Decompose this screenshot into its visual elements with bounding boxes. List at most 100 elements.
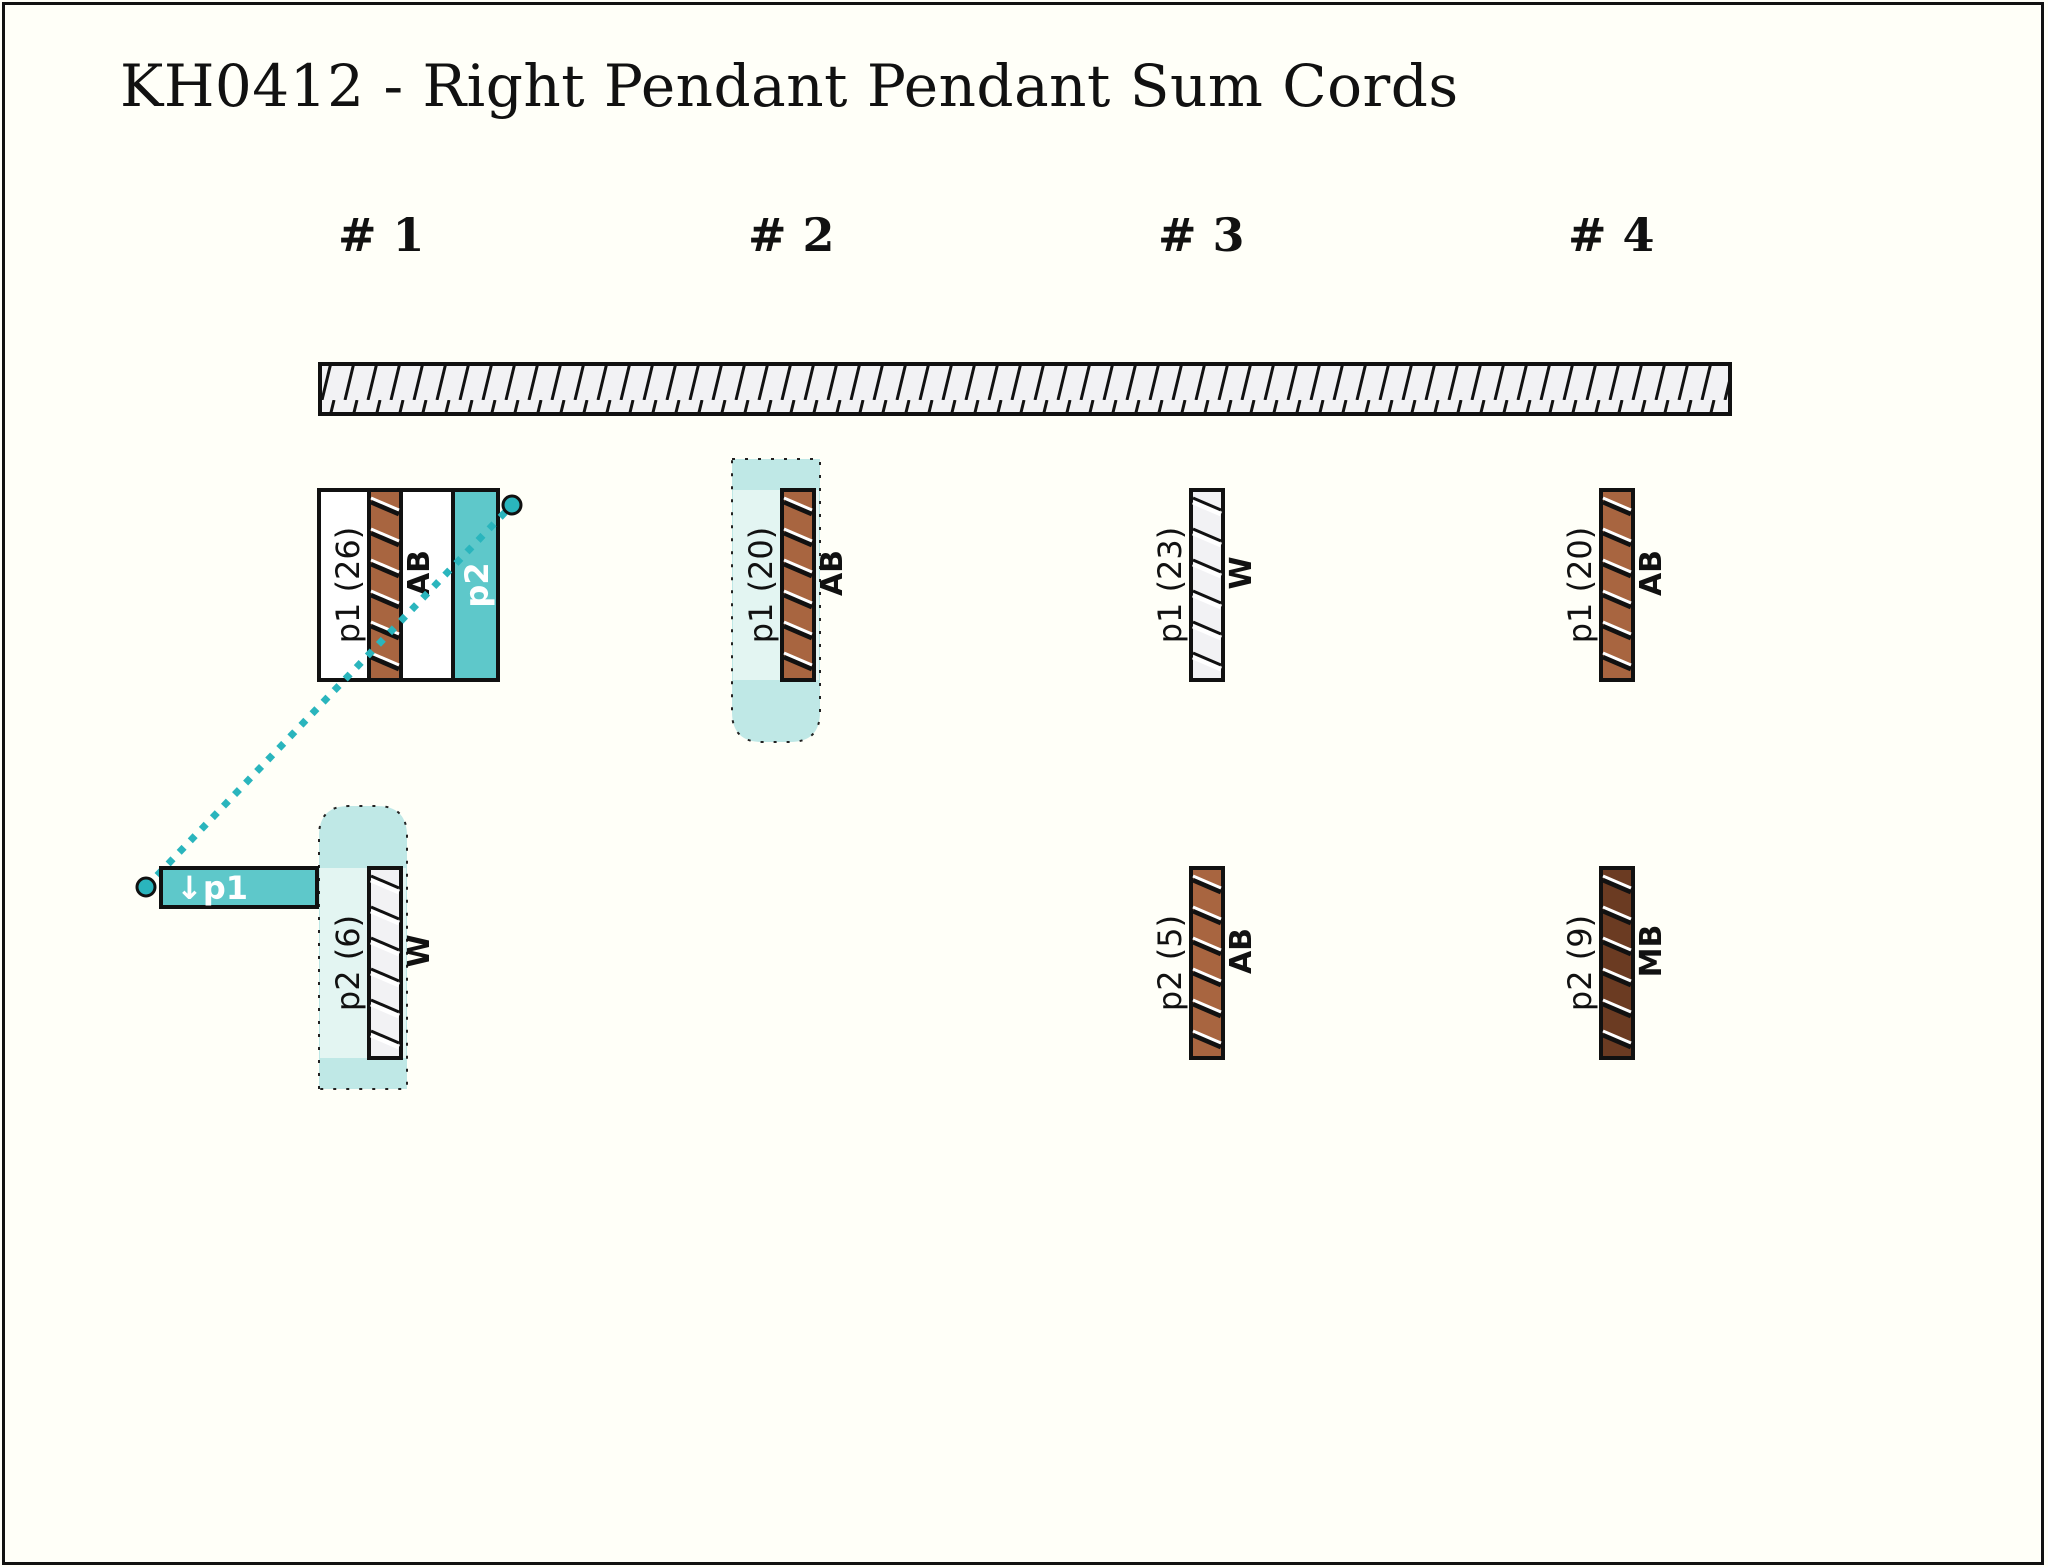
cord-twist [1192, 620, 1222, 636]
cord-twist [1192, 530, 1222, 548]
cord-twist [1192, 908, 1222, 926]
cord-twist [783, 530, 813, 548]
cord-body [367, 866, 403, 1060]
cord-twist [1192, 654, 1222, 672]
cord-twist [370, 967, 400, 983]
cord-twist [783, 527, 813, 543]
cord-twist [370, 1032, 400, 1050]
pendant-cord-c4p2: p2 (9) MB [1561, 866, 1669, 1060]
cord-twist [783, 623, 813, 641]
cord-twist [1192, 558, 1222, 574]
cord-twist [370, 998, 400, 1014]
page-title: KH0412 - Right Pendant Pendant Sum Cords [120, 52, 1459, 120]
cord-twist [1602, 651, 1632, 667]
pendant-cord-c1p2: p2 (6)W [329, 866, 437, 1060]
cord-color-label: MB [1634, 925, 1669, 978]
cord-twist [370, 499, 400, 517]
cord-label: p2 (9) [1561, 915, 1599, 1011]
column-header-4: # 4 [1568, 208, 1655, 262]
cord-body [1189, 488, 1225, 682]
cord-twist [1192, 1001, 1222, 1019]
cord-twist [1192, 936, 1222, 952]
cord-twist [1192, 561, 1222, 579]
cord-twist [370, 654, 400, 672]
sum-target-marker [159, 866, 319, 909]
cord-twist [783, 589, 813, 605]
cord-color-label: W [1224, 556, 1259, 589]
cord-twist [1602, 496, 1632, 512]
cord-label: p1 (23) [1151, 527, 1189, 644]
cord-twist [1602, 561, 1632, 579]
sum-box-column-1: p2 [317, 488, 500, 682]
cord-twist [1602, 874, 1632, 890]
column-header-2: # 2 [748, 208, 835, 262]
cord-twist [783, 561, 813, 579]
link-end-dot [501, 494, 523, 516]
cord-twist [1602, 530, 1632, 548]
cord-twist [370, 874, 400, 890]
cord-twist [1602, 654, 1632, 672]
cord-twist [1602, 939, 1632, 957]
pendant-cord-c1p1: p1 (26) AB [329, 488, 437, 682]
cord-color-label: AB [1224, 928, 1259, 974]
sum-cord-p2-marker [451, 488, 500, 682]
cord-twist [783, 620, 813, 636]
cord-body [1599, 488, 1635, 682]
cord-body [1599, 866, 1635, 1060]
cord-twist [783, 592, 813, 610]
cord-twist [370, 651, 400, 667]
cord-twist [1602, 905, 1632, 921]
cord-twist [1192, 939, 1222, 957]
cord-twist [370, 877, 400, 895]
cord-twist [1192, 592, 1222, 610]
cord-twist [1192, 970, 1222, 988]
cord-twist [370, 905, 400, 921]
link-start-dot [135, 876, 157, 898]
cord-twist [1602, 558, 1632, 574]
cord-twist [783, 558, 813, 574]
cord-twist [1192, 967, 1222, 983]
cord-label: p1 (20) [1561, 527, 1599, 644]
cord-body [367, 488, 403, 682]
cord-twist [1602, 527, 1632, 543]
cord-twist [1192, 651, 1222, 667]
primary-cord [318, 362, 1732, 416]
cord-twist [1192, 998, 1222, 1014]
pendant-cord-c2p1: p1 (20) AB [742, 488, 850, 682]
cord-twist [1602, 967, 1632, 983]
cord-color-label: AB [815, 550, 850, 596]
cord-twist [1602, 877, 1632, 895]
sum-marker-label-p2: p2 [458, 562, 496, 607]
cord-twist [1602, 908, 1632, 926]
cord-color-label: AB [402, 550, 437, 596]
cord-twist [1602, 592, 1632, 610]
cord-label: p1 (20) [742, 527, 780, 644]
pendant-cord-c3p1: p1 (23) W [1151, 488, 1259, 682]
pendant-cord-c3p2: p2 (5) AB [1151, 866, 1259, 1060]
cord-twist [370, 939, 400, 957]
sum-link: ↓p1 [135, 494, 523, 909]
cord-twist [1602, 1001, 1632, 1019]
cord-twist [1192, 874, 1222, 890]
cord-twist [370, 530, 400, 548]
sum-target-label: ↓p1 [176, 869, 248, 907]
cord-twist [1602, 970, 1632, 988]
cord-twist [1602, 1029, 1632, 1045]
cord-twist [1602, 589, 1632, 605]
cord-body [780, 488, 816, 682]
cord-twist [783, 651, 813, 667]
cord-label: p2 (5) [1151, 915, 1189, 1011]
cord-twist [370, 592, 400, 610]
cord-twist [370, 936, 400, 952]
cord-twist [370, 970, 400, 988]
cord-twist [1602, 623, 1632, 641]
column-header-3: # 3 [1158, 208, 1245, 262]
cord-label: p1 (26) [329, 527, 367, 644]
cord-twist [370, 623, 400, 641]
cord-twist [370, 1029, 400, 1045]
cord-twist [370, 558, 400, 574]
pendant-cord-c4p1: p1 (20)AB [1561, 488, 1669, 682]
cord-twist [1192, 499, 1222, 517]
cord-twist [1192, 623, 1222, 641]
cord-twist [783, 654, 813, 672]
